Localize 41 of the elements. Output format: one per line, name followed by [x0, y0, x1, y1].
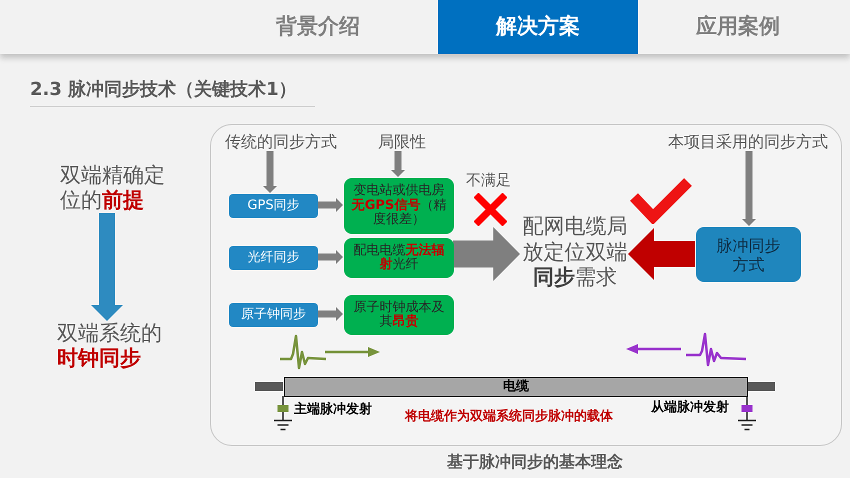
arrow: [263, 151, 277, 193]
nav-label: 应用案例: [694, 14, 781, 40]
limitation-box: [344, 178, 454, 234]
diagram-panel: [210, 124, 842, 446]
arrow: [317, 198, 343, 212]
block-arrow: [628, 228, 695, 280]
limitation-text: 变电站或供电房无GPS信号（精度很差）: [351, 184, 447, 228]
column-heading: 传统的同步方式: [225, 132, 339, 152]
emitter-label: 主端脉冲发射: [294, 401, 373, 419]
requirement-text: 配网电缆局放定位双端同步需求: [521, 214, 629, 291]
cable-label: 电缆: [503, 380, 529, 394]
sync-method-box: [229, 246, 318, 270]
limitation-box: [344, 238, 454, 278]
sync-method-box: [229, 303, 318, 327]
arrow: [317, 250, 343, 264]
method-label: 原子钟同步: [241, 307, 306, 323]
limitation-text: 原子时钟成本及其昂贵: [352, 300, 446, 330]
limitation-box: [344, 295, 454, 335]
carrier-note: 将电缆作为双端系统同步脉冲的载体: [405, 408, 614, 426]
emitter-label: 从端脉冲发射: [651, 399, 730, 417]
section-title: 2.3 脉冲同步技术（关键技术1）: [30, 79, 297, 101]
clock-sync-text: 双端系统的时钟同步: [57, 321, 169, 371]
limitation-text: 配电电缆无法辐射光纤: [352, 244, 446, 272]
nav-tab-active: 解决方案: [438, 0, 638, 54]
pulse-sync-box: [696, 227, 801, 282]
figure-caption: 基于脉冲同步的基本理念: [446, 452, 624, 472]
arrow: [742, 151, 756, 226]
arrow: [317, 307, 343, 321]
column-heading: 局限性: [378, 132, 428, 152]
method-label: 脉冲同步方式: [716, 236, 782, 274]
column-heading: 本项目采用的同步方式: [668, 132, 830, 152]
cable-bar: [284, 377, 748, 397]
sync-method-box: [229, 194, 318, 218]
nav-label: 背景介绍: [274, 14, 361, 40]
block-arrow: [453, 227, 520, 281]
method-label: GPS同步: [247, 198, 300, 214]
note-text: 不满足: [466, 171, 512, 189]
arrow: [391, 151, 405, 177]
premise-text: 双端精确定位的前提: [60, 163, 172, 213]
method-label: 光纤同步: [248, 250, 300, 266]
block-arrow: [91, 213, 123, 321]
